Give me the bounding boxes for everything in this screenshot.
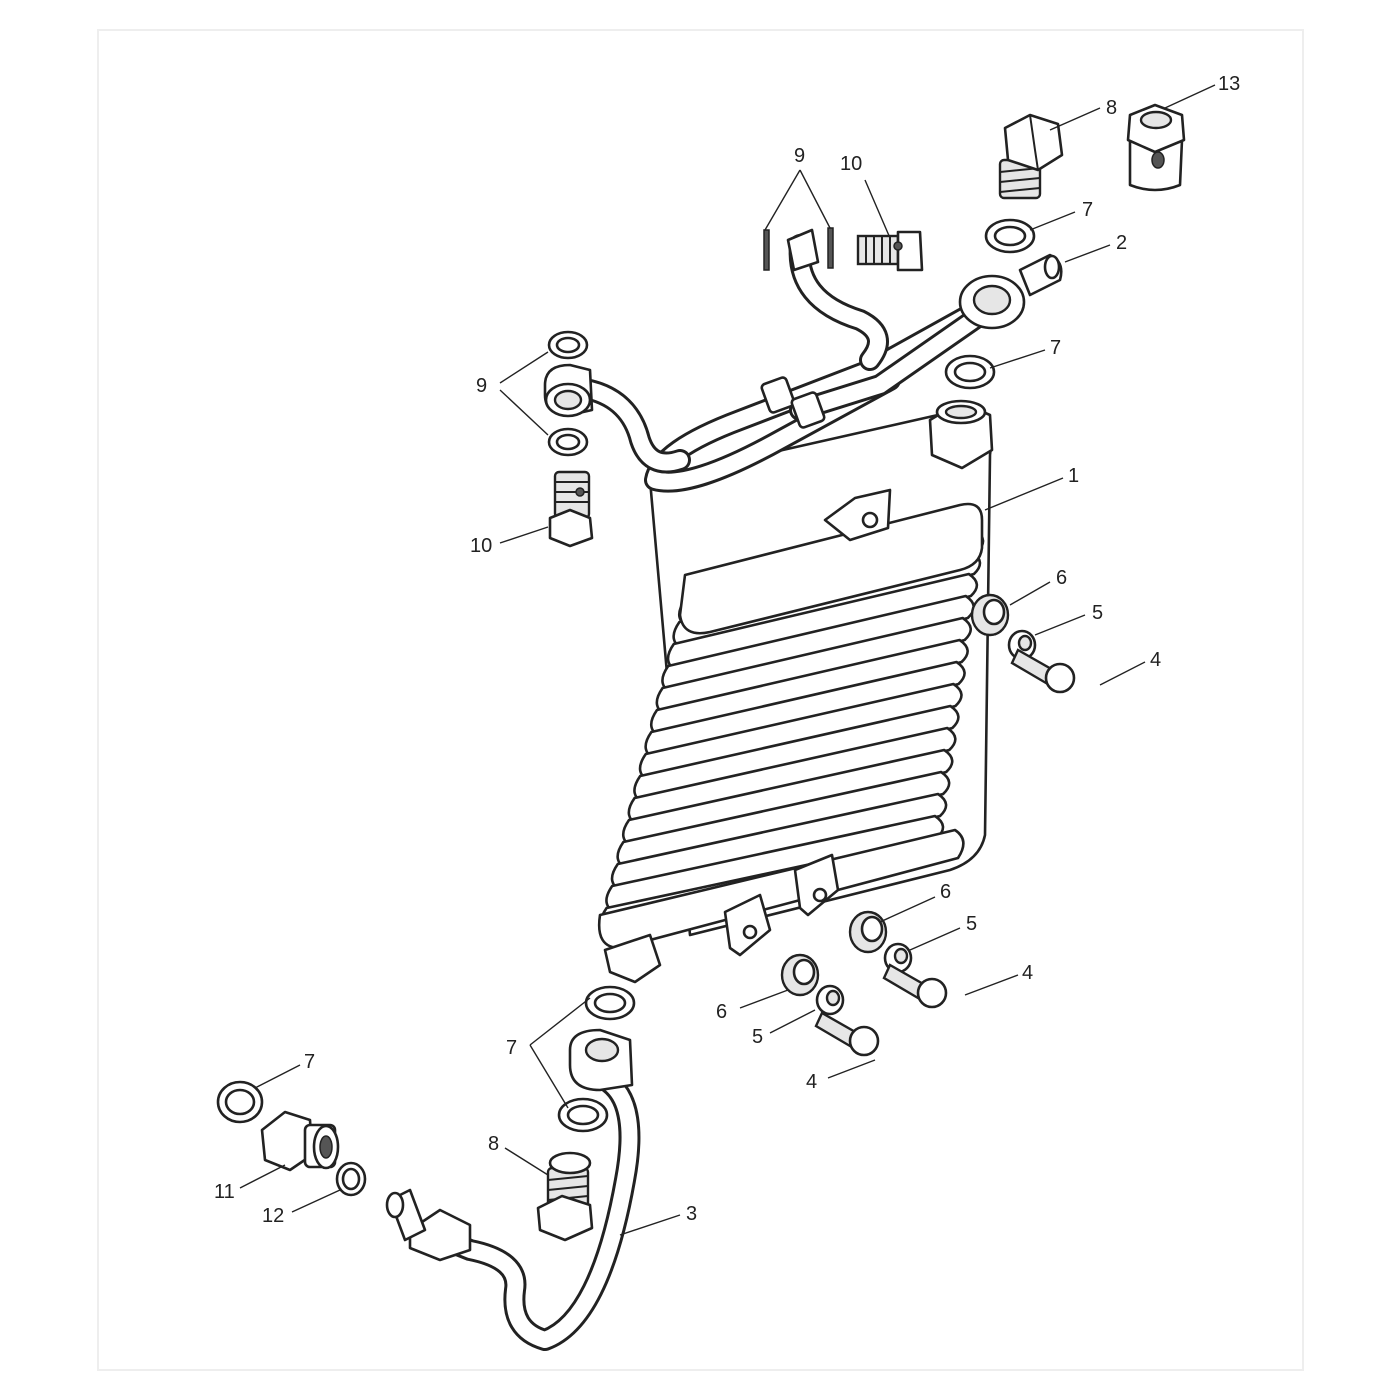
callout-11: 11 [214,1181,235,1203]
callout-7: 7 [506,1037,517,1059]
callout-6: 6 [1056,567,1067,589]
hollow-banjo-bolt [1126,103,1186,192]
callout-9: 9 [476,375,487,397]
callout-1: 1 [1068,465,1079,487]
bottom-bracket-left [723,893,772,957]
callout-6: 6 [940,881,951,903]
callout-7: 7 [1050,337,1061,359]
left-banjo-fitting [543,330,691,474]
sealing-washer [216,1080,264,1124]
callout-4: 4 [806,1071,817,1093]
upper-oil-hose [644,253,1063,493]
callout-8: 8 [488,1133,499,1155]
pipe-nut [408,1208,472,1262]
sealing-washers [216,218,1036,1133]
sealing-washer [557,1097,609,1133]
mount-bolt-head [916,977,948,1009]
grommet-hole [982,598,1006,626]
upper-hose-branch [763,227,889,371]
collar-bore [1017,634,1033,652]
top-mounting-bracket [823,488,892,542]
union-adapter [260,1110,340,1172]
cooler-outlet-stub [603,933,662,984]
bottom-bracket-right [793,853,840,917]
callout-3: 3 [686,1203,697,1225]
callout-13: 13 [1218,73,1240,95]
callout-labels: 13 8 9 10 7 2 7 9 1 10 6 5 4 6 5 4 6 5 4… [214,73,1240,1227]
sealing-washer-thin [827,227,834,269]
mount-bolt-head [848,1025,880,1057]
callout-7: 7 [1082,199,1093,221]
hose-clamp [790,391,826,429]
callout-9: 9 [794,145,805,167]
callout-5: 5 [752,1026,763,1048]
oil-cooler-radiator [597,399,994,984]
callout-4: 4 [1150,649,1161,671]
rubber-mount-sets [780,593,1076,1057]
callout-6: 6 [716,1001,727,1023]
callout-10: 10 [840,153,862,175]
hose-clamp [760,376,796,414]
collar-bore [825,989,841,1007]
radiator-fins [597,528,985,950]
callout-5: 5 [966,913,977,935]
lower-oil-pipe [385,1028,641,1351]
callout-5: 5 [1092,602,1103,624]
sealing-washer [584,985,636,1021]
callout-4: 4 [1022,962,1033,984]
callout-leaders [239,84,1216,1236]
collar-bore [893,947,909,965]
grommet-hole [792,958,816,986]
callout-8: 8 [1106,97,1117,119]
sealing-washer [944,354,996,390]
radiator-bottom-fin [597,828,965,950]
hex-bolt-bottom [536,1151,594,1242]
sealing-washer-thin [763,229,770,271]
mount-bolt-head [1044,662,1076,694]
callout-2: 2 [1116,232,1127,254]
bolt-thread [856,234,900,266]
sealing-washer [984,218,1036,254]
banjo-bolt-left [548,470,594,548]
diagram-frame [97,29,1304,1371]
banjo-bolt-top [856,230,924,272]
hex-bolt-top [998,113,1064,200]
callout-7: 7 [304,1051,315,1073]
callout-10: 10 [470,535,492,557]
grommet-hole [860,915,884,943]
small-washer [335,1161,367,1197]
cooler-inlet-nut [928,399,994,470]
callout-12: 12 [262,1205,284,1227]
